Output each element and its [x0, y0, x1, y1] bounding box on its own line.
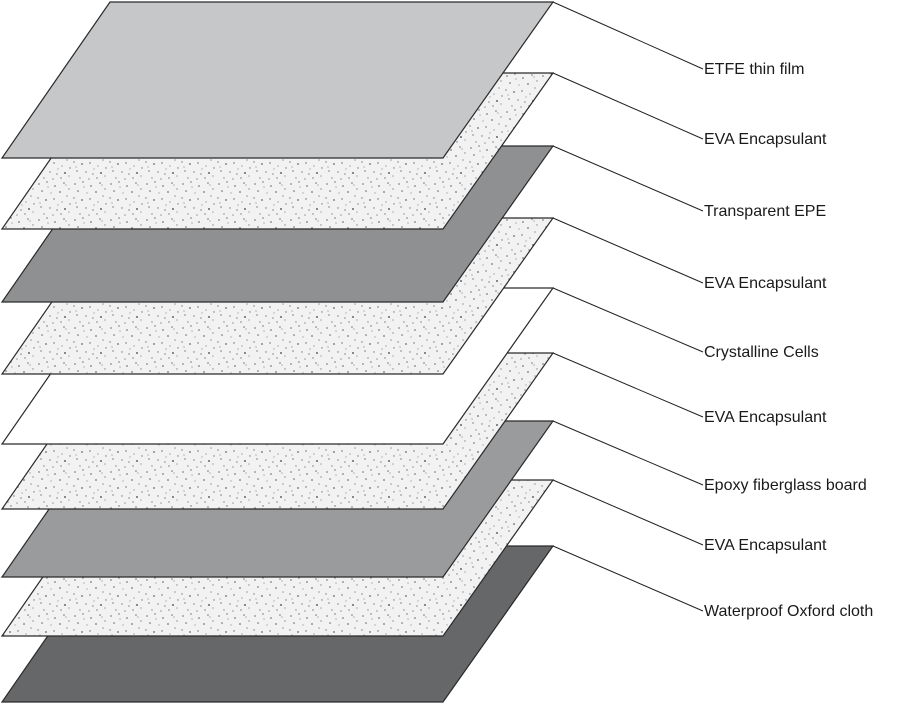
- leader-line: [552, 72, 704, 140]
- leader-line: [552, 145, 704, 212]
- layer-label: EVA Encapsulant: [704, 409, 827, 426]
- leader-line: [552, 217, 704, 284]
- layer-label: ETFE thin film: [704, 61, 804, 78]
- layer-sheet: [0, 1, 555, 159]
- leader-line: [552, 479, 704, 546]
- layer-label: Waterproof Oxford cloth: [704, 603, 873, 620]
- leader-line: [552, 1, 704, 70]
- leader-line: [552, 545, 704, 612]
- leader-line: [552, 352, 704, 418]
- leader-line: [552, 287, 704, 353]
- layer-label: EVA Encapsulant: [704, 131, 827, 148]
- layer-label: Epoxy fiberglass board: [704, 477, 867, 494]
- layer-label: EVA Encapsulant: [704, 537, 827, 554]
- layer-label: Crystalline Cells: [704, 344, 819, 361]
- leader-line: [552, 420, 704, 486]
- layer-label: EVA Encapsulant: [704, 275, 827, 292]
- layer-label: Transparent EPE: [704, 203, 826, 220]
